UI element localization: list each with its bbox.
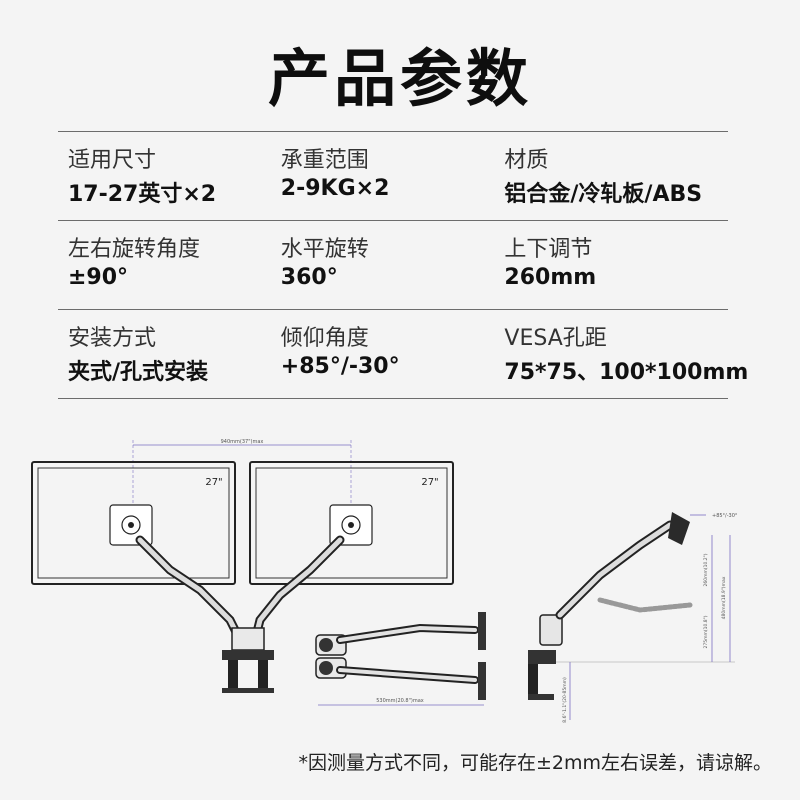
- spec-label: 安装方式: [68, 326, 157, 351]
- spec-label: 材质: [504, 148, 549, 173]
- spec-value: ±90°: [68, 265, 129, 290]
- footnote: *因测量方式不同，可能存在±2mm左右误差，请谅解。: [298, 752, 772, 774]
- tilt-label: +85°/-30°: [712, 513, 738, 519]
- monitor-left: [31, 461, 236, 585]
- page-title: 产品参数: [267, 42, 532, 115]
- side-view-drawing: +85°/-30° 260mm(10.2") 480mm(18.9")max 2…: [528, 512, 738, 723]
- height-dim-1: 260mm(10.2"): [703, 553, 709, 586]
- spec-value: 17-27英寸×2: [68, 182, 217, 207]
- spec-value: 2-9KG×2: [280, 176, 390, 201]
- top-dimension-label: 940mm(37")max: [221, 439, 264, 445]
- product-drawings: 940mm(37")max 27" 27": [31, 439, 738, 723]
- spec-cell-rotation: 水平旋转 360°: [281, 221, 505, 309]
- spec-label: 倾仰角度: [280, 326, 369, 351]
- spec-value: 75*75、100*100mm: [504, 360, 749, 385]
- spec-cell-size: 适用尺寸 17-27英寸×2: [58, 132, 281, 220]
- spec-label: 上下调节: [504, 237, 593, 262]
- spec-cell-mount: 安装方式 夹式/孔式安装: [58, 310, 281, 398]
- spec-row: 安装方式 夹式/孔式安装 倾仰角度 +85°/-30° VESA孔距 75*75…: [58, 310, 748, 399]
- bottom-dimension-label: 530mm(20.8")max: [376, 698, 424, 704]
- spec-cell-vesa: VESA孔距 75*75、100*100mm: [504, 310, 748, 398]
- spec-value: 360°: [280, 265, 338, 290]
- spec-label: 承重范围: [280, 148, 369, 173]
- spec-label: VESA孔距: [504, 326, 607, 351]
- spec-value: 夹式/孔式安装: [68, 360, 209, 385]
- clamp-dimension: 8.6"-1.1"(20-85mm): [562, 677, 568, 723]
- spec-row: 左右旋转角度 ±90° 水平旋转 360° 上下调节 260mm: [58, 221, 728, 310]
- spec-table: 适用尺寸 17-27英寸×2 承重范围 2-9KG×2 材质 铝合金/冷轧板/A…: [58, 131, 748, 399]
- spec-cell-tilt: 倾仰角度 +85°/-30°: [281, 310, 505, 398]
- spec-cell-load: 承重范围 2-9KG×2: [281, 132, 505, 220]
- height-dim-3: 275mm(10.8"): [703, 615, 709, 648]
- height-dim-2: 480mm(18.9")max: [721, 576, 727, 619]
- top-view-drawing: 530mm(20.8")max: [315, 612, 486, 706]
- spec-row: 适用尺寸 17-27英寸×2 承重范围 2-9KG×2 材质 铝合金/冷轧板/A…: [58, 132, 728, 221]
- front-view-drawing: 940mm(37")max 27" 27": [31, 439, 454, 693]
- spec-cell-swivel: 左右旋转角度 ±90°: [58, 221, 281, 309]
- spec-label: 水平旋转: [280, 237, 369, 262]
- spec-label: 左右旋转角度: [68, 237, 201, 262]
- spec-label: 适用尺寸: [68, 148, 157, 173]
- spec-value: 260mm: [504, 265, 597, 290]
- spec-value: +85°/-30°: [280, 354, 400, 379]
- monitor-right: [249, 461, 454, 585]
- spec-cell-material: 材质 铝合金/冷轧板/ABS: [504, 132, 728, 220]
- spec-cell-height: 上下调节 260mm: [504, 221, 728, 309]
- monitor-left-size: 27": [205, 477, 222, 488]
- spec-value: 铝合金/冷轧板/ABS: [504, 182, 703, 207]
- monitor-right-size: 27": [421, 477, 438, 488]
